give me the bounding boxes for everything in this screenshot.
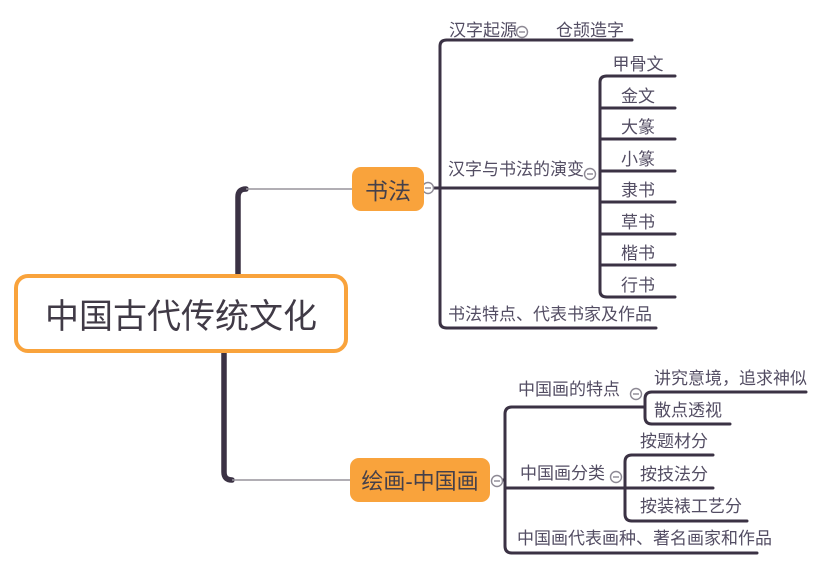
topic-xiaozhuan[interactable]: 小篆 <box>621 150 655 169</box>
topic-jiaguwen[interactable]: 甲骨文 <box>612 55 664 74</box>
topic-lishu[interactable]: 隶书 <box>621 181 655 200</box>
collapse-icon-shufa[interactable] <box>421 181 435 195</box>
topic-kaishu[interactable]: 楷书 <box>621 244 655 263</box>
collapse-icon-hanzi-qiyuan[interactable] <box>515 25 529 39</box>
collapse-icon-tedian[interactable] <box>629 387 643 401</box>
topic-shufa-tedian[interactable]: 书法特点、代表书家及作品 <box>448 305 652 324</box>
trunk-to-huihua <box>221 349 235 483</box>
topic-zhongguohua-tedian[interactable]: 中国画的特点 <box>518 380 620 399</box>
topic-dazhuan[interactable]: 大篆 <box>621 118 655 137</box>
fenlei-children-underlines <box>623 453 749 523</box>
collapse-icon-yanbian[interactable] <box>583 167 597 181</box>
topic-an-jifa[interactable]: 按技法分 <box>640 465 708 484</box>
tedian-children-underlines <box>650 390 808 426</box>
shufa-children-underlines <box>430 38 658 330</box>
collapse-icon-huihua[interactable] <box>490 474 504 488</box>
topic-xingshu[interactable]: 行书 <box>621 276 655 295</box>
topic-an-zhuangbiao[interactable]: 按装裱工艺分 <box>640 497 742 516</box>
collapse-icon-fenlei[interactable] <box>609 470 623 484</box>
branch-topic-shufa[interactable]: 书法 <box>352 167 424 211</box>
yanbian-children-bracket <box>598 74 609 299</box>
trunk-to-shufa <box>235 186 249 280</box>
topic-hanzi-qiyuan[interactable]: 汉字起源 <box>449 21 517 40</box>
topic-jiangjiu-yijing[interactable]: 讲究意境，追求神似 <box>654 369 807 388</box>
topic-zhongguohua-daibiao[interactable]: 中国画代表画种、著名画家和作品 <box>517 529 772 548</box>
topic-yanbian[interactable]: 汉字与书法的演变 <box>448 160 584 179</box>
topic-an-ticai[interactable]: 按题材分 <box>640 432 708 451</box>
branch-topic-huihua[interactable]: 绘画-中国画 <box>350 458 490 502</box>
yanbian-children-underlines <box>598 74 677 299</box>
shufa-children-bracket <box>438 38 449 330</box>
root-topic[interactable]: 中国古代传统文化 <box>14 274 348 353</box>
topic-cangjie-zaozi[interactable]: 仓颉造字 <box>556 21 624 40</box>
topic-caoshu[interactable]: 草书 <box>621 213 655 232</box>
topic-sandian-toushi[interactable]: 散点透视 <box>654 401 722 420</box>
topic-jinwen[interactable]: 金文 <box>621 87 655 106</box>
tedian-children-bracket <box>643 390 654 426</box>
topic-zhongguohua-fenlei[interactable]: 中国画分类 <box>520 464 605 483</box>
